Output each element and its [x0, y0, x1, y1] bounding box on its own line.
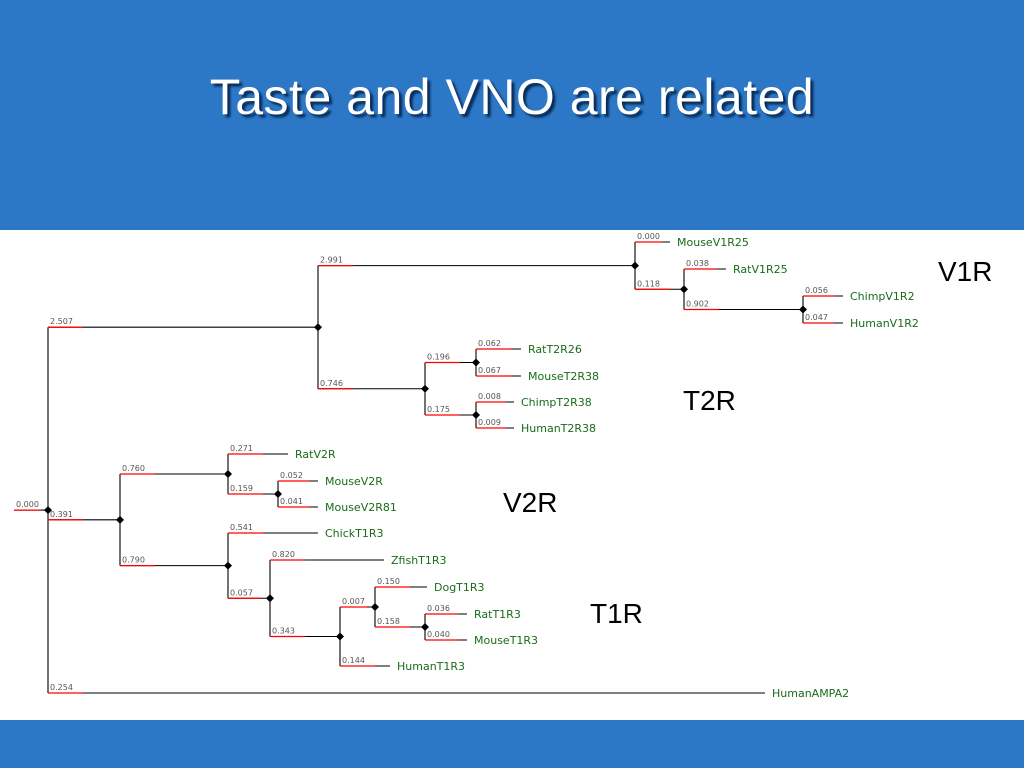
branch-length-label: 0.820 — [272, 550, 295, 559]
branch-length-label: 0.159 — [230, 484, 253, 493]
leaf-label: ZfishT1R3 — [391, 554, 447, 567]
node-marker — [472, 411, 480, 419]
branch-length-label: 0.057 — [230, 588, 253, 597]
branch-length-label: 0.118 — [637, 279, 660, 288]
node-marker — [336, 632, 344, 641]
leaf-label: MouseV2R — [325, 475, 383, 488]
branch-length-label: 0.052 — [280, 471, 303, 480]
branch-length-label: 0.760 — [122, 464, 145, 473]
leaf-label: HumanV1R2 — [850, 317, 919, 330]
branch-length-label: 0.040 — [427, 630, 450, 639]
branch-length-label: 0.036 — [427, 604, 450, 613]
node-marker — [44, 506, 52, 515]
branch-length-label: 0.343 — [272, 627, 295, 636]
node-marker — [314, 323, 322, 332]
leaf-label: RatT1R3 — [474, 608, 521, 621]
branch-length-label: 0.158 — [377, 617, 400, 626]
branch-length-label: 0.271 — [230, 444, 253, 453]
branch-length-label: 2.991 — [320, 256, 343, 265]
node-marker — [799, 305, 807, 314]
branch-length-label: 2.507 — [50, 317, 73, 326]
group-label-t2r: T2R — [683, 385, 736, 416]
branch-length-label: 0.790 — [122, 556, 145, 565]
leaf-label: RatT2R26 — [528, 343, 582, 356]
node-marker — [680, 285, 688, 294]
branch-length-label: 0.000 — [16, 500, 39, 509]
leaf-label: MouseV2R81 — [325, 501, 397, 514]
leaf-label: MouseV1R25 — [677, 236, 749, 249]
leaf-label: ChickT1R3 — [325, 527, 384, 540]
leaf-label: DogT1R3 — [434, 581, 485, 594]
node-marker — [472, 358, 480, 367]
branch-length-label: 0.254 — [50, 683, 73, 692]
node-marker — [266, 594, 274, 603]
node-marker — [116, 515, 124, 524]
branch-length-label: 0.150 — [377, 577, 400, 586]
branch-length-label: 0.038 — [686, 259, 709, 268]
phylogenetic-tree: 0.000 2.507 2.991 0.000 MouseV1R25 0.118 0.038… — [14, 232, 919, 700]
leaf-label: RatV2R — [295, 448, 336, 461]
node-marker — [421, 384, 429, 393]
group-label-v2r: V2R — [503, 487, 558, 518]
leaf-label: HumanT1R3 — [397, 660, 465, 673]
branch-length-label: 0.062 — [478, 339, 501, 348]
branch-length-label: 0.902 — [686, 300, 709, 309]
leaf-label: ChimpV1R2 — [850, 290, 915, 303]
branch-length-label: 0.196 — [427, 353, 450, 362]
branch-length-label: 0.541 — [230, 523, 253, 532]
node-marker — [371, 603, 379, 611]
leaf-label: MouseT2R38 — [528, 370, 599, 383]
branch-length-label: 0.067 — [478, 366, 501, 375]
branch-length-label: 0.175 — [427, 405, 450, 414]
node-marker — [421, 623, 429, 631]
group-label-v1r: V1R — [938, 256, 993, 287]
leaf-label: ChimpT2R38 — [521, 396, 592, 409]
branch-length-label: 0.041 — [280, 497, 303, 506]
slide-title: Taste and VNO are related — [209, 69, 815, 125]
branch-length-label: 0.008 — [478, 392, 501, 401]
leaf-label: RatV1R25 — [733, 263, 788, 276]
branch-length-label: 0.746 — [320, 379, 343, 388]
branch-length-label: 0.144 — [342, 656, 365, 665]
branch-length-label: 0.009 — [478, 418, 501, 427]
branch-length-label: 0.000 — [637, 232, 660, 241]
leaf-label: HumanAMPA2 — [772, 687, 849, 700]
group-label-t1r: T1R — [590, 598, 643, 629]
leaf-label: MouseT1R3 — [474, 634, 538, 647]
leaf-label: HumanT2R38 — [521, 422, 596, 435]
node-marker — [274, 490, 282, 498]
node-marker — [224, 561, 232, 570]
branch-length-label: 0.047 — [805, 313, 828, 322]
node-marker — [631, 261, 639, 270]
branch-length-label: 0.007 — [342, 597, 365, 606]
tree-panel: 0.000 2.507 2.991 0.000 MouseV1R25 0.118 0.038… — [0, 230, 1024, 720]
branch-length-label: 0.056 — [805, 286, 828, 295]
branch-length-label: 0.391 — [50, 510, 73, 519]
node-marker — [224, 470, 232, 478]
